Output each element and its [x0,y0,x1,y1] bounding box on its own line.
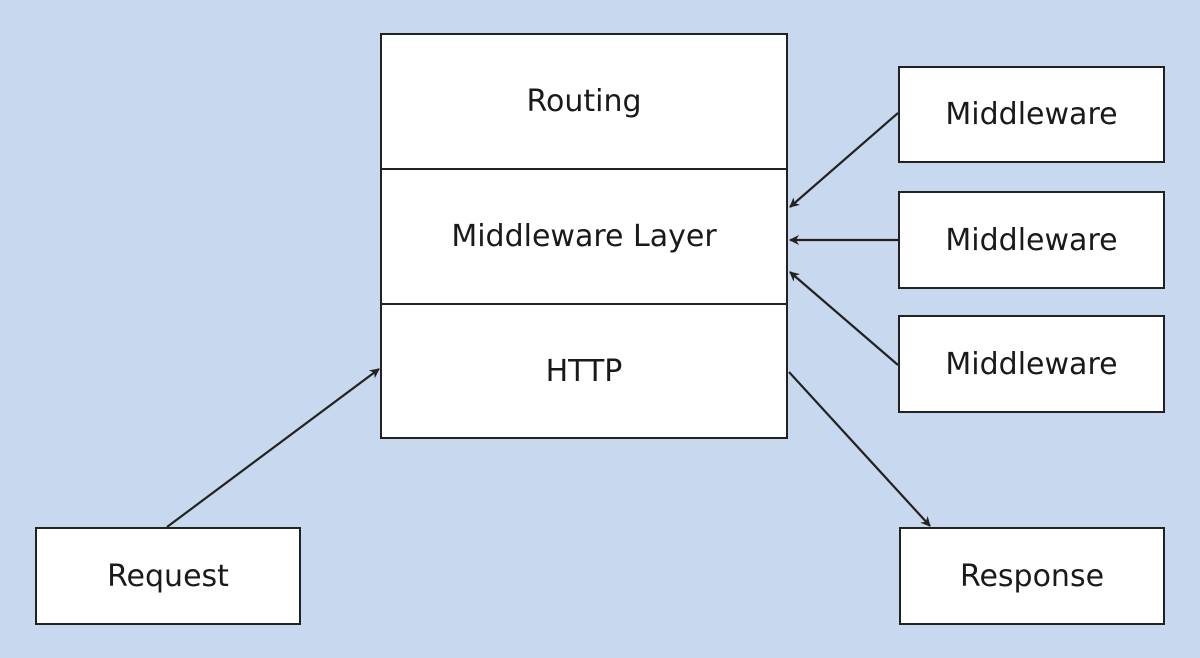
response-box: Response [899,527,1165,625]
routing-layer: Routing [382,35,786,170]
arrow-request-to-http [166,368,380,528]
arrow-middleware-1-to-layer [789,112,899,208]
request-box: Request [35,527,301,625]
server-stack: Routing Middleware Layer HTTP [380,33,788,439]
middleware-box-1: Middleware [898,66,1165,163]
middleware-box-2: Middleware [898,191,1165,289]
arrow-middleware-3-to-layer [789,271,899,366]
http-layer: HTTP [545,353,623,389]
middleware-layer: Middleware Layer [382,170,786,305]
middleware-box-3: Middleware [898,315,1165,413]
